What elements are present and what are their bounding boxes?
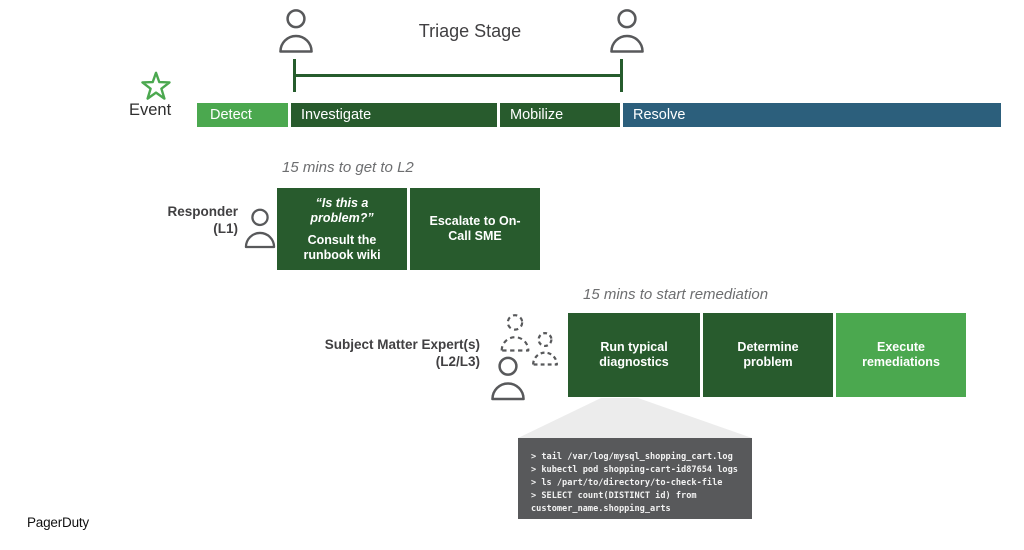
- person-icon: [487, 354, 529, 402]
- step-execute-remediations: Execute remediations: [836, 313, 966, 397]
- step-text: Consult the runbook wiki: [303, 232, 381, 262]
- triage-bracket-tick-left: [293, 59, 296, 92]
- step-text: Determine problem: [737, 340, 799, 369]
- person-icon: [606, 6, 648, 55]
- person-dashed-icon: [497, 311, 533, 354]
- terminal-snippet: > tail /var/log/mysql_shopping_cart.log …: [518, 438, 752, 519]
- responder-sla-note: 15 mins to get to L2: [282, 159, 414, 176]
- person-icon: [275, 6, 317, 55]
- step-consult-runbook: “Is this a problem?” Consult the runbook…: [277, 188, 407, 270]
- terminal-line: > ls /part/to/directory/to-check-file: [531, 478, 723, 488]
- triage-bracket-tick-right: [620, 59, 623, 92]
- stage-mobilize: Mobilize: [500, 103, 620, 127]
- step-determine-problem: Determine problem: [703, 313, 833, 397]
- stage-resolve: Resolve: [623, 103, 1001, 127]
- stage-detect: Detect: [197, 103, 288, 127]
- terminal-line: customer_name.shopping_arts: [531, 504, 671, 514]
- callout-funnel: [518, 397, 752, 438]
- pagerduty-logo: PagerDuty: [27, 515, 89, 530]
- sme-role-line2: (L2/L3): [435, 354, 480, 369]
- terminal-line: > kubectl pod shopping-cart-id87654 logs: [531, 465, 738, 475]
- stage-investigate: Investigate: [291, 103, 497, 127]
- terminal-line: > SELECT count(DISTINCT id) from: [531, 491, 697, 501]
- person-dashed-icon: [529, 329, 561, 368]
- step-quote-text: “Is this a problem?”: [310, 195, 374, 225]
- step-text: Run typical diagnostics: [599, 340, 669, 369]
- sme-role-line1: Subject Matter Expert(s): [324, 337, 480, 352]
- person-icon: [241, 205, 279, 251]
- sme-sla-note: 15 mins to start remediation: [583, 286, 769, 303]
- step-text: Escalate to On-Call SME: [429, 214, 521, 243]
- diagram-title: Triage Stage: [418, 21, 522, 41]
- triage-bracket-line: [293, 74, 623, 77]
- sme-role-label: Subject Matter Expert(s) (L2/L3): [260, 336, 480, 370]
- terminal-line: > tail /var/log/mysql_shopping_cart.log: [531, 452, 733, 462]
- step-escalate-sme: Escalate to On-Call SME: [410, 188, 540, 270]
- step-run-diagnostics: Run typical diagnostics: [568, 313, 700, 397]
- responder-role-line2: (L1): [213, 221, 238, 236]
- star-icon: [141, 71, 171, 100]
- responder-role-label: Responder (L1): [100, 203, 238, 237]
- step-text: Execute remediations: [862, 340, 940, 369]
- event-label: Event: [129, 101, 172, 119]
- responder-role-line1: Responder: [167, 204, 238, 219]
